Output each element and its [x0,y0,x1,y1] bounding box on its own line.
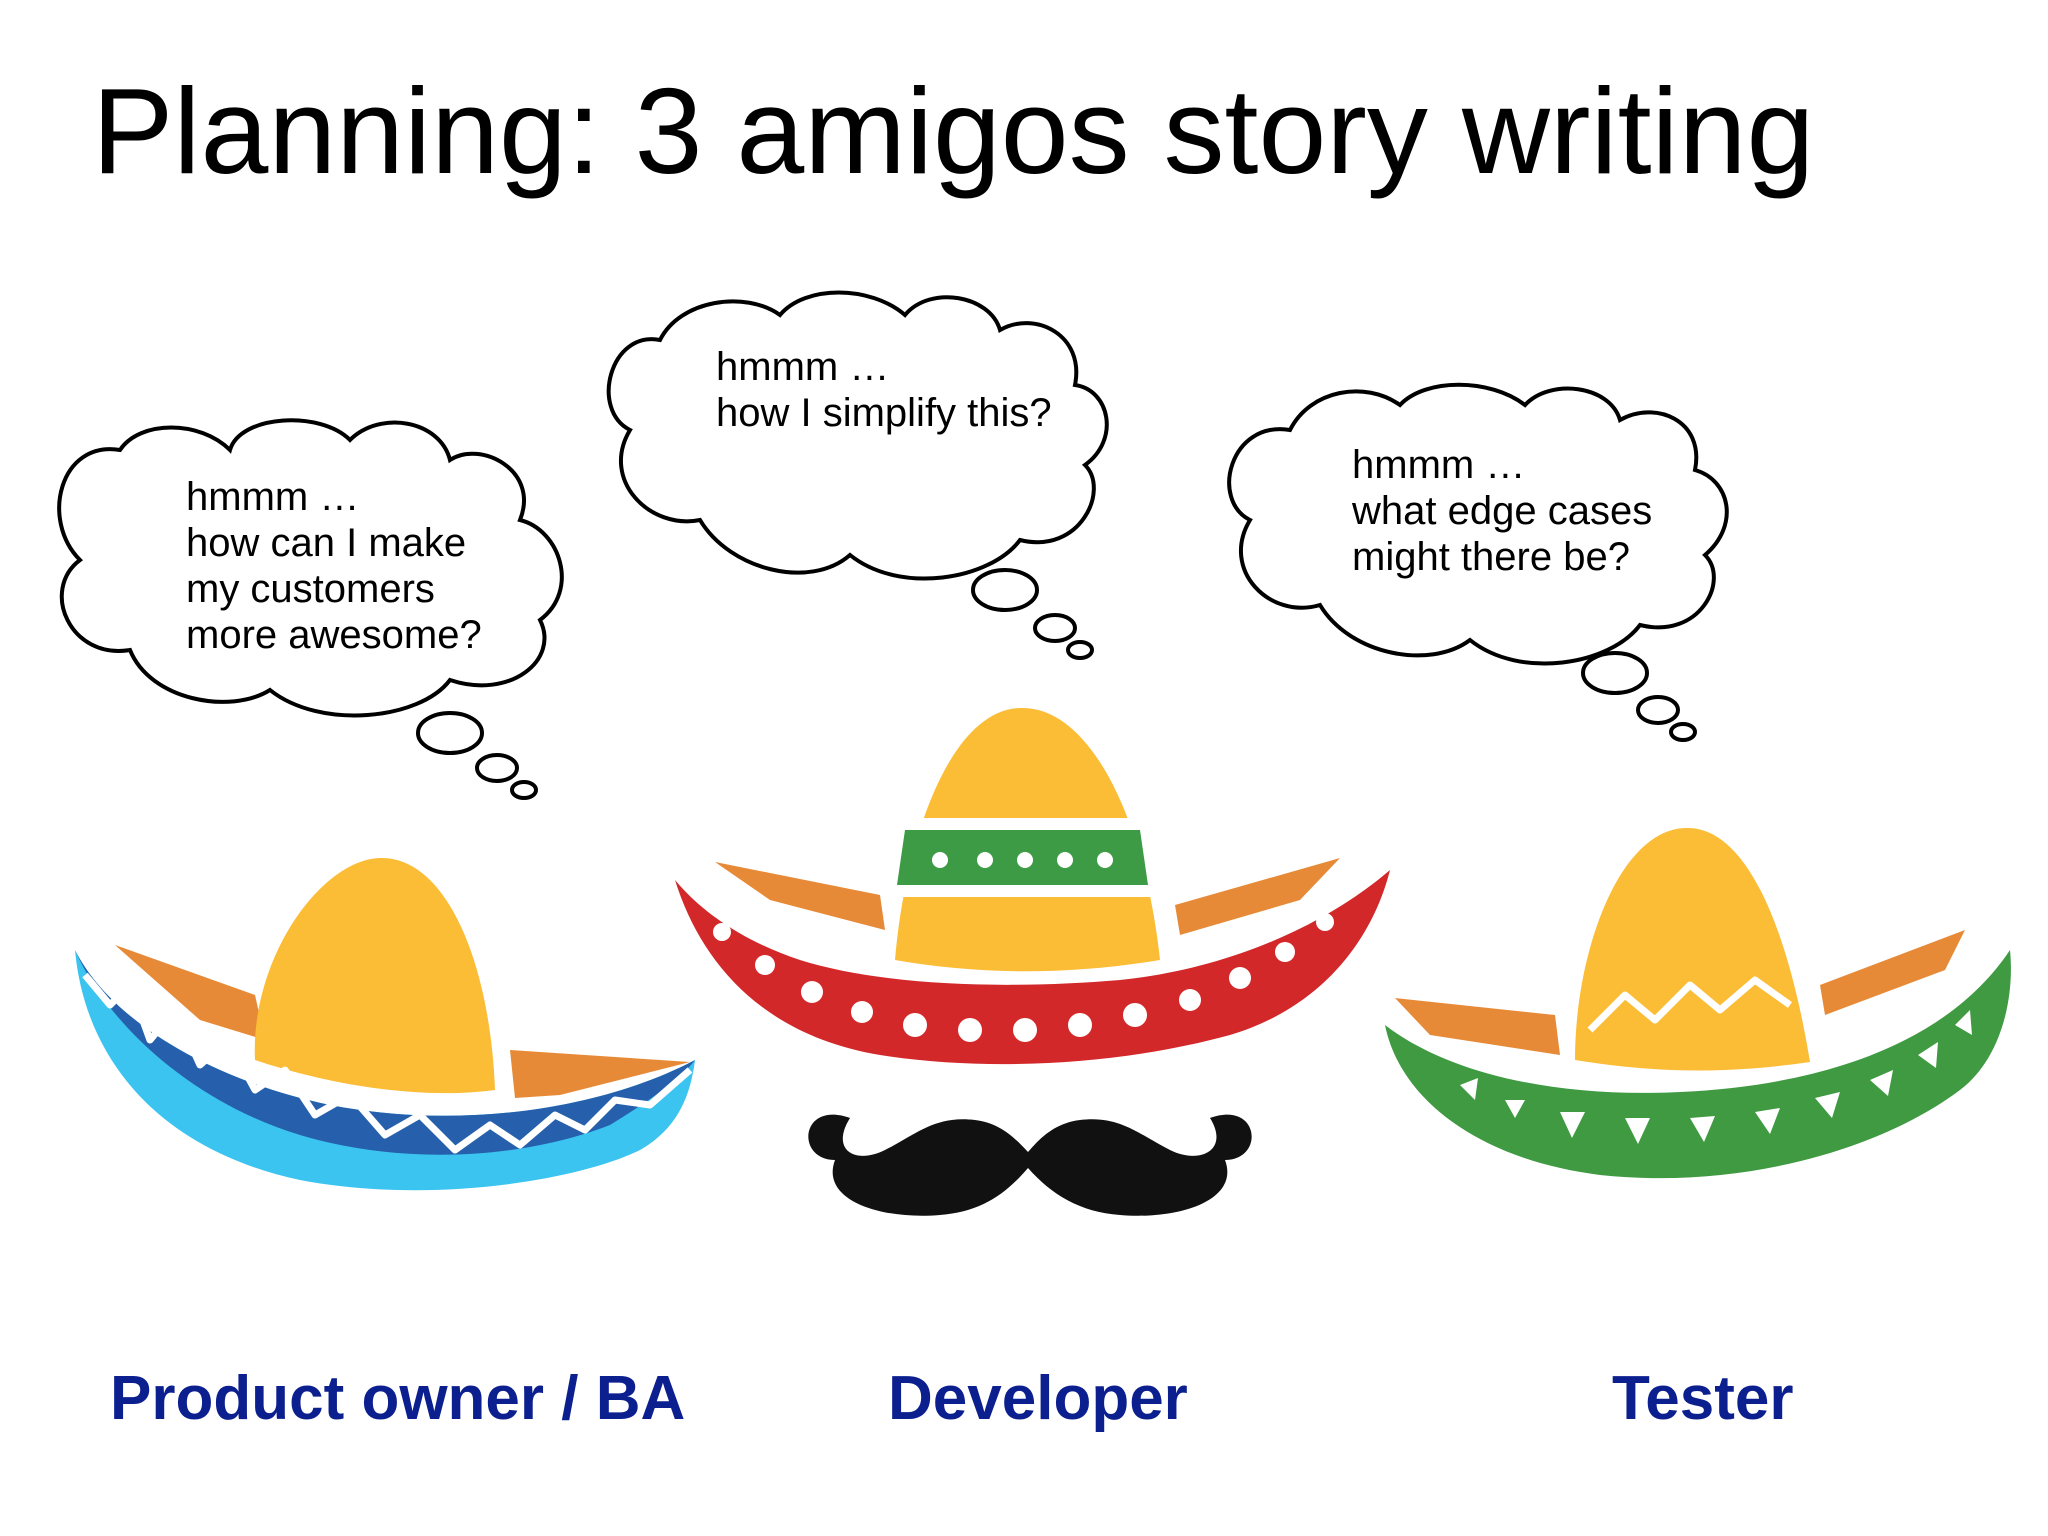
po-zigzag [82,972,693,1154]
thought-cloud-dev [606,290,1109,660]
dev-thought-text: hmmm … how I simplify this? [716,344,1052,436]
po-thought-line: my customers [186,567,435,611]
tester-thought-text: hmmm … what edge cases might there be? [1352,442,1652,580]
tester-thought-line: might there be? [1352,535,1630,579]
tester-brim-triangles [1460,1010,1972,1144]
dev-band-gap2 [893,885,1152,897]
role-label-po: Product owner / BA [110,1364,686,1433]
po-thought-line: hmmm … [186,475,360,519]
slide-title: Planning: 3 amigos story writing [92,63,1815,199]
role-label-developer: Developer [888,1364,1188,1433]
po-sombrero [75,857,695,1191]
dev-band-gap1 [898,818,1141,830]
thought-cloud-tester [1227,382,1729,742]
dev-brim-tassels [713,913,1334,1042]
dev-mustache [808,1114,1252,1216]
tester-crown-zigzag [1587,976,1793,1033]
dev-brim-top-left [715,862,885,930]
tester-thought-line: what edge cases [1352,489,1653,533]
po-crown [254,857,495,1094]
tester-brim-top-right [1820,930,1965,1015]
dev-brim-top-right [1175,858,1340,935]
po-thought-line: more awesome? [186,613,482,657]
thought-cloud-po [57,418,564,800]
po-brim-top-right [510,1050,690,1098]
po-brim-dark [75,950,695,1155]
tester-sombrero [1385,827,2011,1179]
dev-thought-line: hmmm … [716,345,890,389]
dev-band-dots [932,852,1113,868]
tester-brim-top-left [1395,998,1560,1055]
po-brim-top-left [115,945,265,1040]
role-label-tester: Tester [1612,1364,1794,1433]
dev-sombrero [675,707,1390,1065]
po-thought-text: hmmm … how can I make my customers more … [186,474,482,658]
tester-crown [1575,827,1810,1071]
tester-brim [1385,950,2011,1179]
tester-thought-line: hmmm … [1352,443,1526,487]
po-thought-line: how can I make [186,521,467,565]
dev-thought-line: how I simplify this? [716,391,1052,435]
